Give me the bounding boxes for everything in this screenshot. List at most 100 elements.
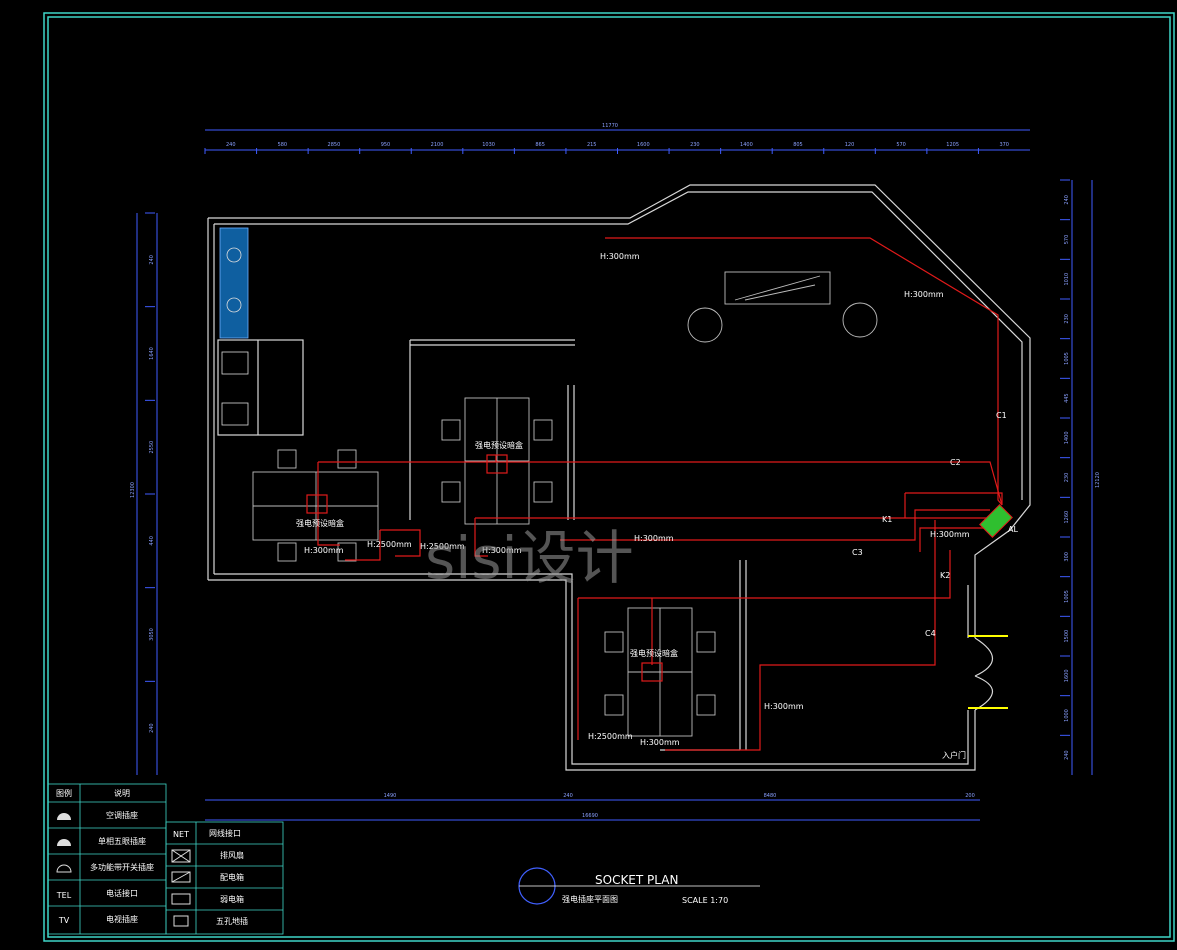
legend-row-5: 电视插座 xyxy=(106,914,138,924)
height-note-8: H:300mm xyxy=(640,738,680,747)
top-seg-label: 1600 xyxy=(637,142,650,148)
right-total-dimension: 12120 xyxy=(1095,472,1101,488)
wiring xyxy=(306,237,1003,751)
right-seg-label: 1005 xyxy=(1064,590,1070,603)
top-seg-label: 865 xyxy=(535,142,545,148)
box-marker-1 xyxy=(486,454,508,474)
furniture xyxy=(252,271,878,737)
plan-title: SOCKET PLAN xyxy=(595,873,678,887)
bottom-dim-4: 200 xyxy=(965,793,975,799)
right-seg-label: 1400 xyxy=(1064,431,1070,444)
floor-socket-icon xyxy=(173,915,189,927)
top-seg-label: 370 xyxy=(999,142,1009,148)
height-note-1: H:300mm xyxy=(600,252,640,261)
bottom-dim-1: 1490 xyxy=(384,793,397,799)
exhaust-fan-icon xyxy=(171,849,191,863)
aircon-socket-icon xyxy=(57,813,71,820)
circuit-c4: C4 xyxy=(925,629,936,638)
top-seg-label: 1205 xyxy=(946,142,959,148)
right-seg-label: 1010 xyxy=(1064,273,1070,286)
top-seg-label: 1400 xyxy=(740,142,753,148)
circuit-k1: K1 xyxy=(882,515,892,524)
left-seg-label: 2550 xyxy=(149,441,155,454)
top-seg-label: 240 xyxy=(226,142,236,148)
top-seg-label: 805 xyxy=(793,142,803,148)
legend-row-2: 单相五眼插座 xyxy=(98,836,146,846)
distribution-panel xyxy=(979,504,1013,538)
five-hole-socket-icon xyxy=(57,839,71,846)
legend2-row-3: 配电箱 xyxy=(220,872,244,882)
weak-current-box-icon xyxy=(171,893,191,905)
bottom-dimensions: 16690 1490 240 8480 200 xyxy=(205,793,980,821)
watermark: sisi设计 xyxy=(425,524,634,592)
legend-table: 图例 说明 空调插座 单相五眼插座 多功能带开关插座 电话接口 电视插座 TEL… xyxy=(47,783,284,935)
right-seg-label: 240 xyxy=(1064,195,1070,205)
top-seg-label: 580 xyxy=(278,142,288,148)
height-note-7: H:300mm xyxy=(764,702,804,711)
height-note-5: H:300mm xyxy=(634,534,674,543)
bottom-total-dimension: 16690 xyxy=(582,813,598,819)
circuit-c2: C2 xyxy=(950,458,961,467)
box-marker-2 xyxy=(306,494,328,514)
left-seg-label: 240 xyxy=(149,255,155,265)
top-seg-label: 230 xyxy=(690,142,700,148)
circuit-c3: C3 xyxy=(852,548,863,557)
right-dimensions: 12120 2405701010230100544514002301260300… xyxy=(1060,179,1101,775)
right-segment-labels: 2405701010230100544514002301260300100515… xyxy=(1060,179,1070,760)
bottom-dim-2: 240 xyxy=(563,793,573,799)
legend2-row-4: 弱电箱 xyxy=(220,894,244,904)
right-seg-label: 445 xyxy=(1064,393,1070,403)
height-note-9: H:2500mm xyxy=(367,540,412,549)
panel-label: AL xyxy=(1008,525,1018,534)
right-seg-label: 1005 xyxy=(1064,352,1070,365)
right-seg-label: 240 xyxy=(1064,750,1070,760)
legend2-row-2: 排风扇 xyxy=(220,850,244,860)
height-note-6: H:300mm xyxy=(930,530,970,539)
left-seg-label: 440 xyxy=(149,536,155,546)
box-label-2: 强电预设暗盒 xyxy=(296,518,344,528)
right-seg-label: 300 xyxy=(1064,552,1070,562)
height-note-4: H:300mm xyxy=(482,546,522,555)
switch-socket-icon xyxy=(56,864,72,873)
walls xyxy=(207,184,1031,771)
right-seg-label: 1000 xyxy=(1064,709,1070,722)
height-note-10: H:2500mm xyxy=(420,542,465,551)
right-seg-label: 230 xyxy=(1064,473,1070,483)
bottom-dim-3: 8480 xyxy=(764,793,777,799)
right-seg-label: 1600 xyxy=(1064,669,1070,682)
legend-row-4: 电话接口 xyxy=(106,888,138,898)
top-seg-label: 2100 xyxy=(431,142,444,148)
right-seg-label: 230 xyxy=(1064,314,1070,324)
left-seg-label: 1640 xyxy=(149,347,155,360)
left-total-dimension: 12300 xyxy=(130,482,136,498)
top-seg-label: 950 xyxy=(381,142,391,148)
legend-row-1: 空调插座 xyxy=(106,810,138,820)
top-total-dimension: 11770 xyxy=(602,123,618,129)
legend-symbol-tv: TV xyxy=(58,916,70,925)
legend-header-symbol: 图例 xyxy=(56,788,72,798)
right-seg-label: 570 xyxy=(1064,235,1070,245)
legend-symbol-net: NET xyxy=(173,830,189,839)
box-label-3: 强电预设暗盒 xyxy=(630,648,678,658)
left-segment-labels: 240 1640 2550 440 3050 240 xyxy=(145,212,155,733)
right-seg-label: 1500 xyxy=(1064,630,1070,643)
washbasin-counter xyxy=(219,227,249,339)
circuit-c1: C1 xyxy=(996,411,1007,420)
outer-frame xyxy=(43,12,1175,942)
box-label-1: 强电预设暗盒 xyxy=(475,440,523,450)
top-seg-label: 215 xyxy=(587,142,597,148)
left-seg-label: 240 xyxy=(149,723,155,733)
height-note-2: H:300mm xyxy=(904,290,944,299)
plan-scale: SCALE 1:70 xyxy=(682,896,728,905)
legend2-row-5: 五孔地插 xyxy=(216,916,248,926)
left-dimensions: 12300 240 1640 2550 440 3050 240 xyxy=(130,212,158,775)
plan-subtitle: 强电插座平面图 xyxy=(562,894,618,904)
left-seg-label: 3050 xyxy=(149,628,155,641)
door-note: 入户门 xyxy=(942,750,966,760)
legend-symbol-tel: TEL xyxy=(56,891,72,900)
box-marker-3 xyxy=(641,662,663,682)
distribution-box-icon xyxy=(171,871,191,883)
